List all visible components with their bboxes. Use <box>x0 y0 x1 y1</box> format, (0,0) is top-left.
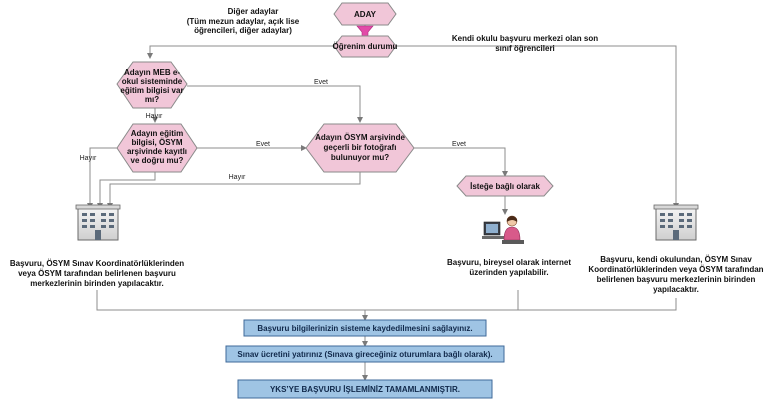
evet-label-egitim: Evet <box>256 141 270 148</box>
outcome-right-line-1: Başvuru, kendi okulundan, ÖSYM Sınav <box>600 255 752 264</box>
hayir-label-foto: Hayır <box>229 174 246 181</box>
outcome-mid-line-1: Başvuru, bireysel olarak internet <box>447 258 571 267</box>
decision-foto: Adayın ÖSYM arşivinde geçerli bir fotoğr… <box>305 123 415 173</box>
decision-meb: Adayın MEB e- okul sisteminde eğitim bil… <box>116 61 188 109</box>
building-icon <box>75 204 121 241</box>
outcome-right-line-2: Koordinatörlüklerinden veya ÖSYM tarafın… <box>588 265 763 274</box>
kendi-okulu-label-1: Kendi okulu başvuru merkezi olan son <box>452 34 598 43</box>
decision-egitim-line-3: arşivinde kayıtlı <box>127 147 187 156</box>
diger-adaylar-label-3: öğrencileri, diğer adaylar) <box>194 26 292 35</box>
step-1-label: Başvuru bilgilerinizin sisteme kaydedilm… <box>257 324 472 333</box>
hayir-label-meb: Hayır <box>146 113 163 120</box>
decision-foto-line-1: Adayın ÖSYM arşivinde <box>315 133 405 142</box>
step-2-box: Sınav ücretini yatırınız (Sınava gireceğ… <box>225 345 505 363</box>
istege-bagli-label: İsteğe bağlı olarak <box>470 182 540 191</box>
decision-foto-line-2: geçerli bir fotoğrafı <box>324 143 397 152</box>
step-1-box: Başvuru bilgilerinizin sisteme kaydedilm… <box>243 319 487 337</box>
outcome-mid-line-2: üzerinden yapılabilir. <box>469 268 548 277</box>
decision-egitim: Adayın eğitim bilgisi, ÖSYM arşivinde ka… <box>116 123 198 173</box>
connector-lines <box>87 25 679 381</box>
evet-label-meb: Evet <box>314 79 328 86</box>
outcome-right-line-4: yapılacaktır. <box>653 285 699 294</box>
decision-meb-line-2: okul sisteminde <box>122 77 183 86</box>
diger-adaylar-label-1: Diğer adaylar <box>228 7 279 16</box>
computer-user-icon <box>482 215 524 244</box>
outcome-left-line-2: veya ÖSYM tarafından belirlenen başvuru <box>18 269 176 278</box>
building-icon <box>653 204 699 241</box>
decision-istege: İsteğe bağlı olarak <box>456 175 554 197</box>
step-3-label: YKS’YE BAŞVURU İŞLEMİNİZ TAMAMLANMIŞTIR. <box>270 385 460 394</box>
hayir-label-egitim: Hayır <box>80 155 97 162</box>
ogrenim-durumu-node: Öğrenim durumu <box>333 35 398 58</box>
step-3-box: YKS’YE BAŞVURU İŞLEMİNİZ TAMAMLANMIŞTIR. <box>237 379 493 399</box>
decision-foto-line-3: bulunuyor mu? <box>331 153 389 162</box>
aday-node: ADAY <box>333 2 397 26</box>
kendi-okulu-label-2: sınıf öğrencileri <box>495 44 555 53</box>
decision-meb-line-4: mı? <box>145 95 159 104</box>
aday-label: ADAY <box>354 10 377 19</box>
decision-egitim-line-1: Adayın eğitim <box>131 129 183 138</box>
merge-funnel-icon <box>356 25 374 37</box>
diger-adaylar-label-2: (Tüm mezun adaylar, açık lise <box>187 17 300 26</box>
decision-meb-line-1: Adayın MEB e- <box>124 68 180 77</box>
ogrenim-durumu-label: Öğrenim durumu <box>333 42 398 51</box>
decision-egitim-line-2: bilgisi, ÖSYM <box>131 138 182 147</box>
outcome-left-line-1: Başvuru, ÖSYM Sınav Koordinatörlüklerind… <box>10 259 184 268</box>
outcome-left-line-3: merkezlerinin birinden yapılacaktır. <box>30 279 163 288</box>
outcome-right-line-3: belirlenen başvuru merkezlerinin birinde… <box>597 275 756 284</box>
step-2-label: Sınav ücretini yatırınız (Sınava gireceğ… <box>237 350 492 359</box>
decision-egitim-line-4: ve doğru mu? <box>131 156 184 165</box>
decision-meb-line-3: eğitim bilgisi var <box>120 86 183 95</box>
evet-label-foto: Evet <box>452 141 466 148</box>
